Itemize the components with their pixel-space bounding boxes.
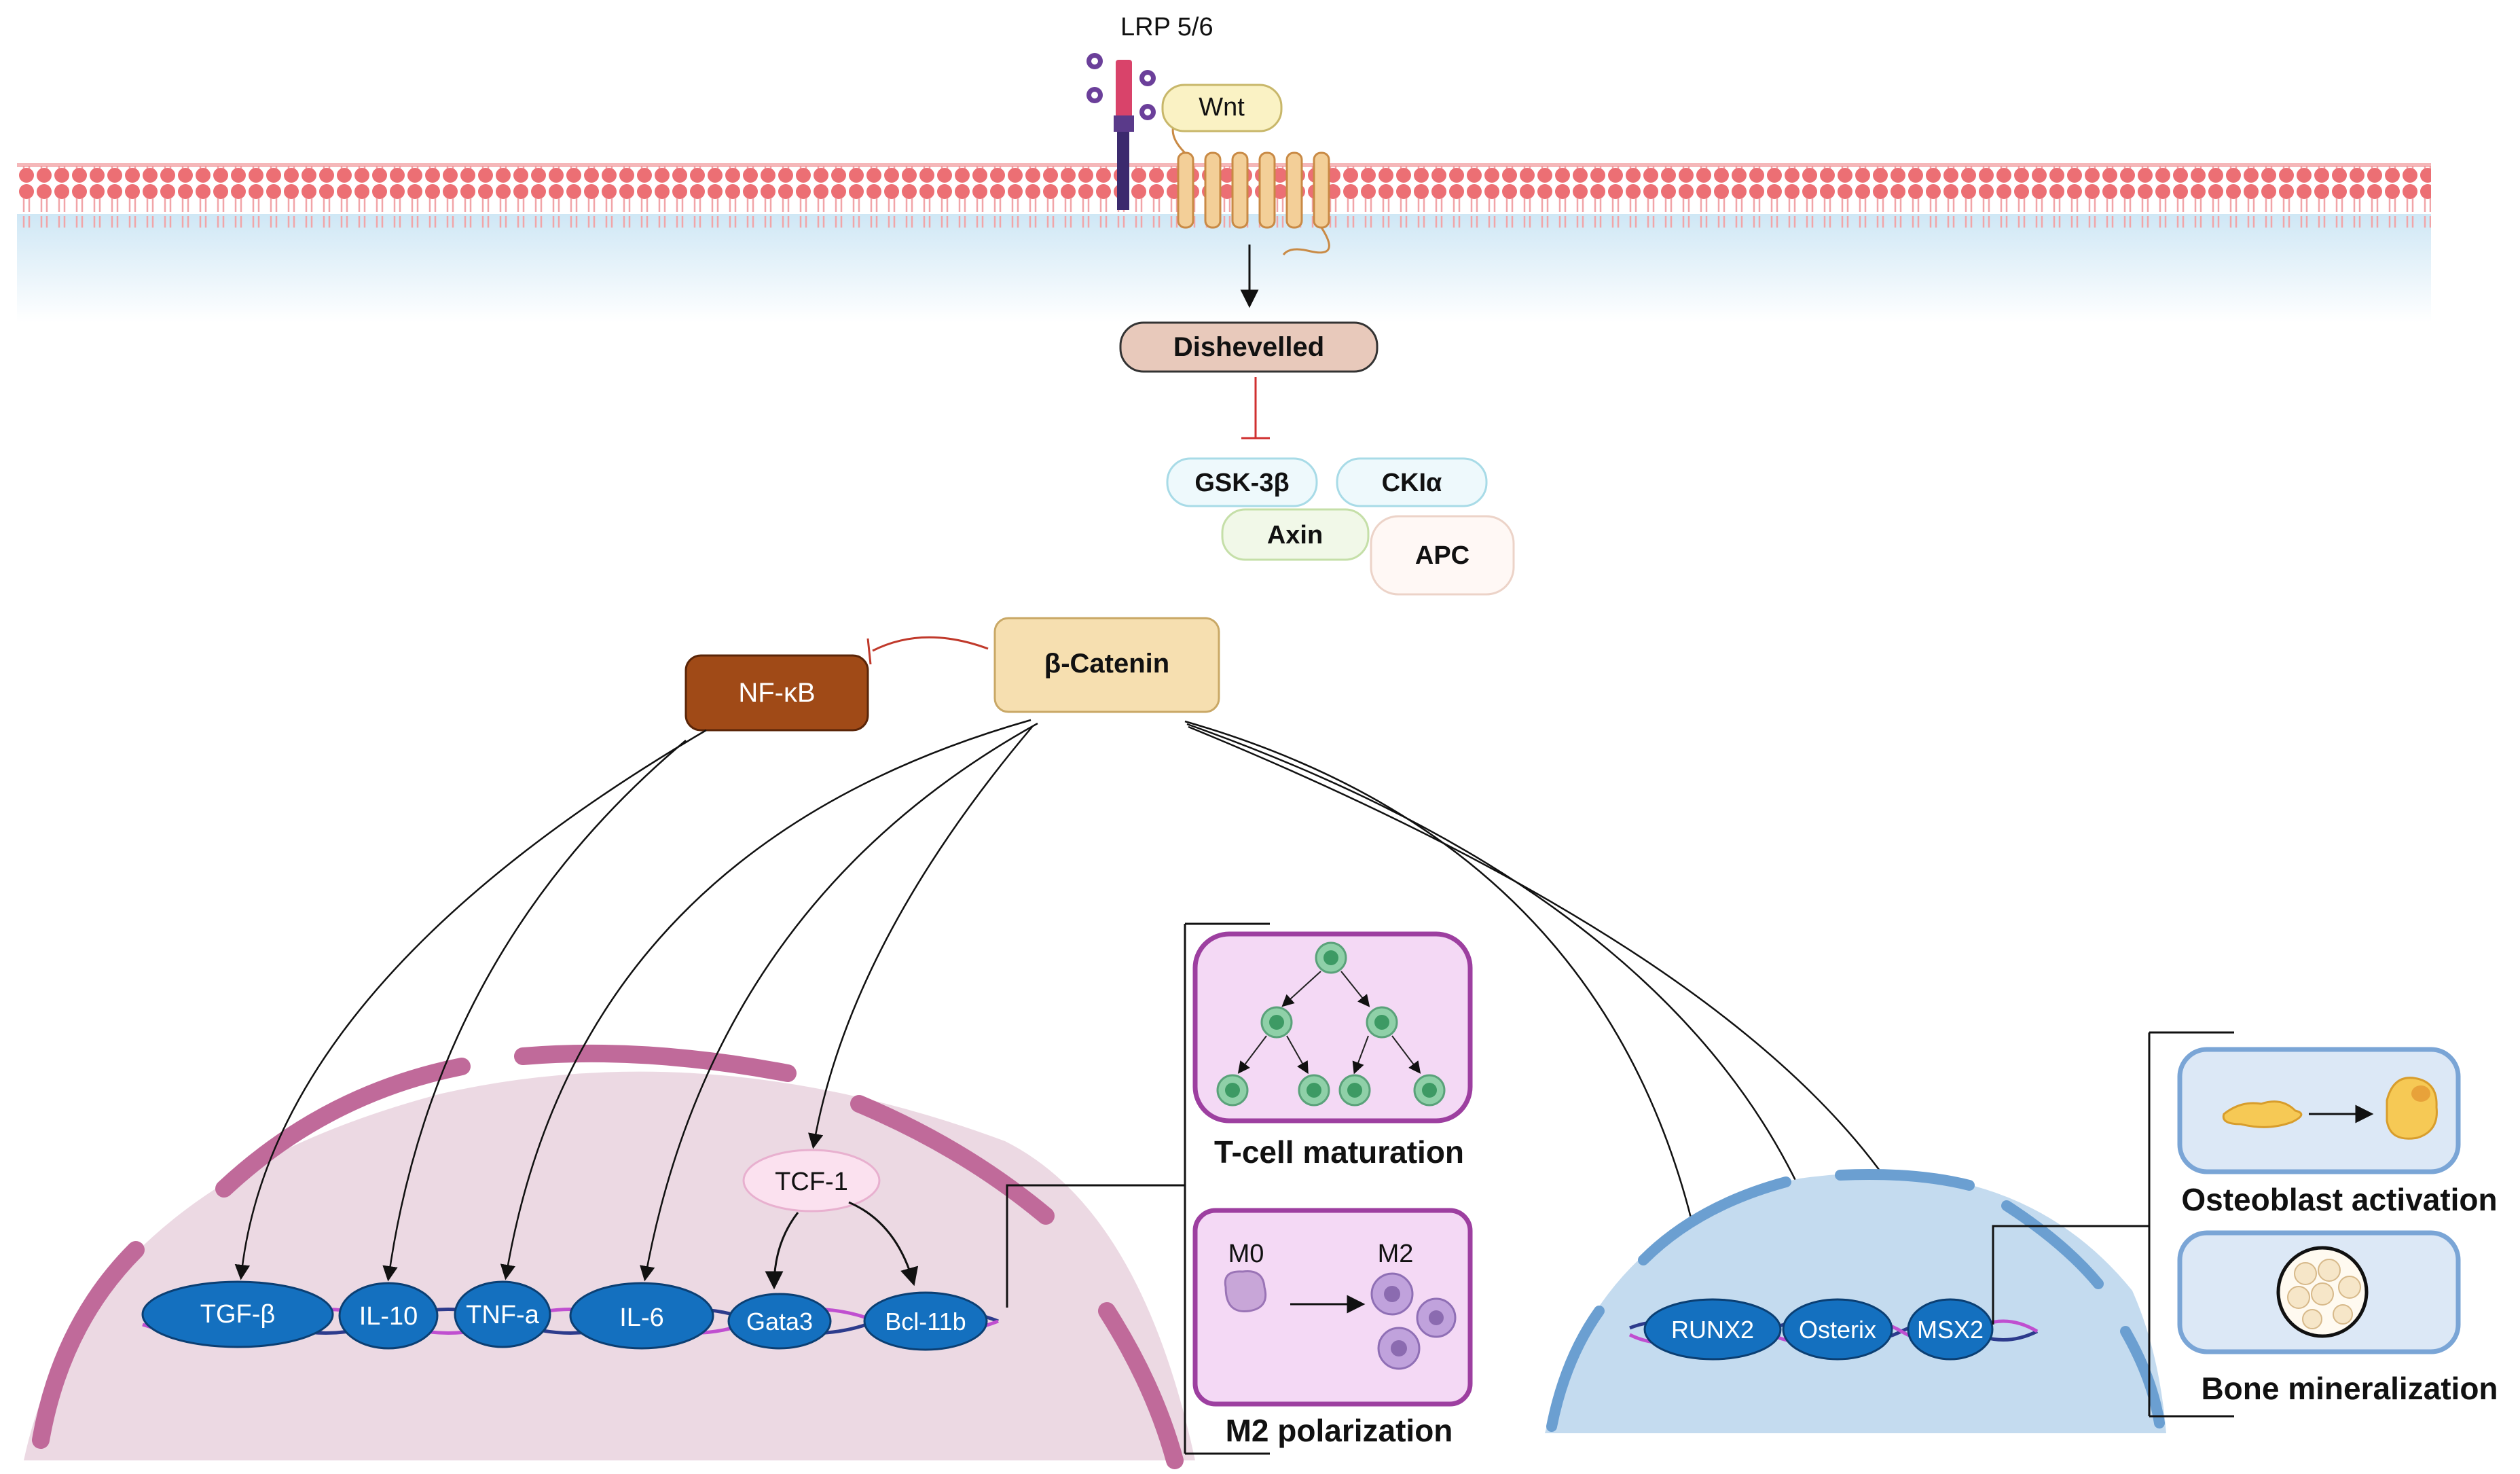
osteoblast-icon (2222, 1077, 2438, 1140)
tcf1-arrows (765, 1201, 919, 1290)
dishevelled-box (1119, 321, 1378, 373)
inhibit-betacatenin-nfkb (866, 636, 989, 665)
wnt-label: Wnt (1199, 93, 1245, 122)
wnt-ligand (1161, 84, 1283, 132)
macrophage-icon (1224, 1270, 1457, 1370)
gsk-label: GSK-3β (1194, 469, 1289, 497)
osteoblast-activation-panel (2177, 1047, 2461, 1174)
betacatenin-tcell-arrows (500, 719, 1038, 1282)
cell-membrane (17, 163, 2431, 228)
tcell-tree-icon (1216, 941, 1446, 1107)
m2-label: M2 (1378, 1240, 1414, 1268)
osteo-gene-ellipses (1643, 1298, 1994, 1361)
nfkb-box (684, 654, 869, 732)
m0-label: M0 (1228, 1240, 1264, 1268)
bone-mineralization-label: Bone mineralization (2201, 1371, 2498, 1406)
lrp-receptor (1086, 53, 1156, 210)
tcell-maturation-label: T-cell maturation (1214, 1134, 1464, 1170)
axin-label: Axin (1267, 521, 1323, 550)
ck-label: CKIα (1382, 469, 1442, 497)
frizzled-receptor (1171, 122, 1330, 256)
beta-catenin-label: β-Catenin (1044, 649, 1169, 679)
lrp-label: LRP 5/6 (1120, 13, 1213, 41)
inhibit-dishevelled-complex (1241, 377, 1270, 439)
destruction-complex (1166, 457, 1515, 596)
nfkb-arrows (234, 729, 707, 1282)
gene-tnfa: TNF-a (466, 1301, 540, 1329)
gene-osterix: Osterix (1799, 1316, 1876, 1344)
tcell-nucleus (24, 1044, 1195, 1469)
osteo-bracket (1992, 1031, 2234, 1418)
gene-bcl11b: Bcl-11b (885, 1308, 966, 1335)
gene-msx2: MSX2 (1917, 1316, 1984, 1344)
gene-il6: IL-6 (619, 1304, 663, 1332)
nfkb-label: NF-κB (738, 678, 815, 708)
m2-polarization-label: M2 polarization (1226, 1413, 1453, 1448)
tcf1-label: TCF-1 (775, 1168, 848, 1196)
osteoblast-activation-label: Osteoblast activation (2181, 1182, 2497, 1217)
tcell-maturation-panel (1192, 931, 1473, 1124)
tcell-gene-ellipses (141, 1280, 988, 1351)
tcell-bracket (1006, 922, 1270, 1455)
gene-tgfb: TGF-β (200, 1300, 276, 1329)
gene-runx2: RUNX2 (1671, 1316, 1754, 1344)
beta-catenin-box (993, 617, 1220, 713)
dishevelled-label: Dishevelled (1173, 332, 1324, 362)
gene-il10: IL-10 (359, 1302, 418, 1331)
apc-label: APC (1415, 541, 1469, 570)
cytoplasm-band (17, 214, 2431, 323)
gene-gata3: Gata3 (746, 1308, 813, 1335)
bone-icon (2276, 1246, 2369, 1338)
tcf1-ellipse (742, 1149, 881, 1212)
